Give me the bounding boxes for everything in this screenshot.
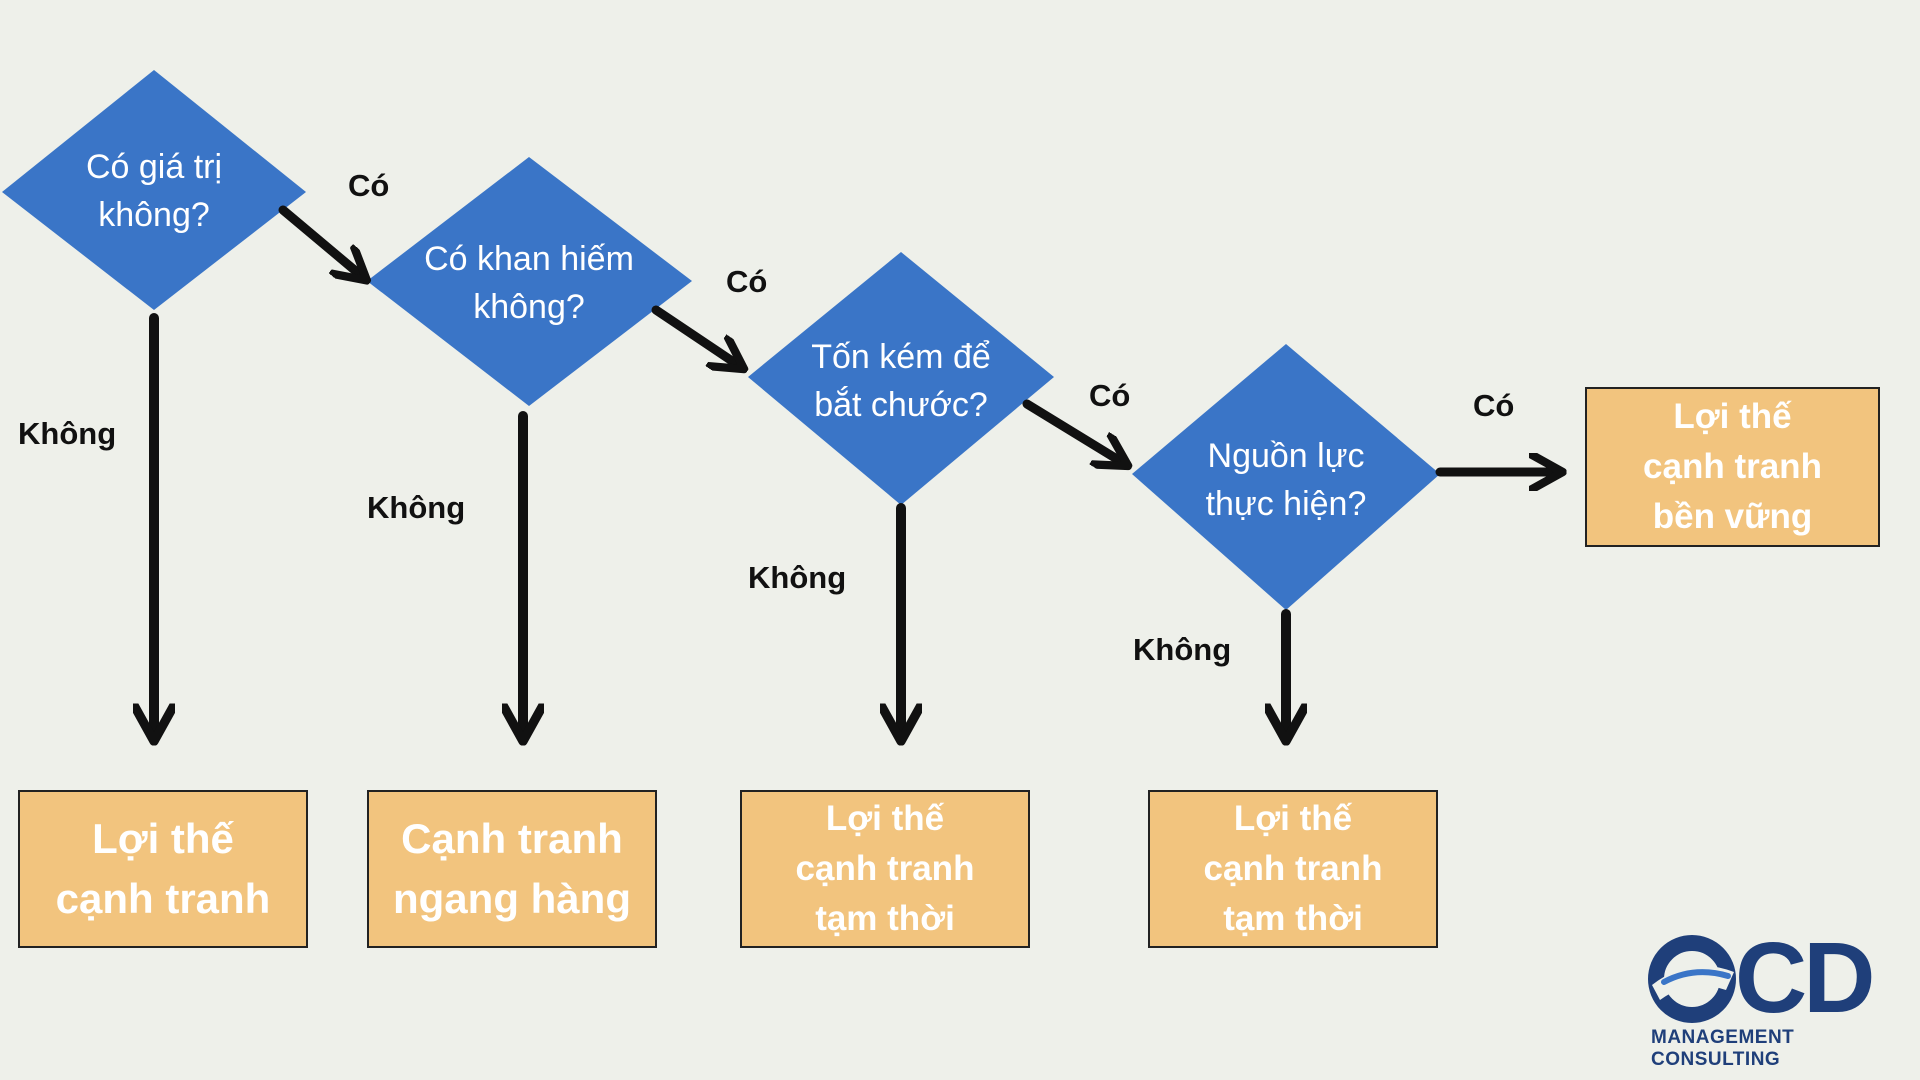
yes-label-2: Có: [726, 264, 768, 299]
yes-label-3: Có: [1089, 378, 1131, 413]
decision-diamond-3: [748, 252, 1054, 505]
logo-tagline: MANAGEMENT CONSULTING: [1651, 1027, 1795, 1070]
no-label-3: Không: [748, 560, 847, 595]
outcome-label-4: Lợi thế cạnh tranh tạm thời: [1203, 799, 1383, 938]
logo-swirl-icon: [1648, 935, 1736, 1023]
no-label-4: Không: [1133, 632, 1232, 667]
decision-diamond-1: [2, 70, 306, 310]
outcome-label-3: Lợi thế cạnh tranh tạm thời: [795, 799, 975, 938]
yes-arrow-2: [651, 305, 741, 367]
no-label-2: Không: [367, 490, 466, 525]
outcome-box-3: Lợi thế cạnh tranh tạm thời: [740, 790, 1030, 948]
outcome-box-1: Lợi thế cạnh tranh: [18, 790, 308, 948]
outcome-label-5: Lợi thế cạnh tranh bền vững: [1643, 397, 1822, 536]
decision-label-3: Tốn kém để bắt chước?: [811, 338, 991, 424]
decision-diamond-2: [367, 157, 692, 406]
outcome-box-5: Lợi thế cạnh tranh bền vững: [1585, 387, 1880, 547]
decision-label-4: Nguồn lực thực hiện?: [1205, 437, 1367, 523]
logo-mark: CD: [1735, 922, 1875, 1034]
outcome-label-2: Cạnh tranh ngang hàng: [393, 815, 631, 922]
outcome-box-2: Cạnh tranh ngang hàng: [367, 790, 657, 948]
yes-label-1: Có: [348, 168, 390, 203]
yes-arrow-3: [1022, 399, 1125, 464]
yes-label-4: Có: [1473, 388, 1515, 423]
decision-label-2: Có khan hiếm không?: [424, 240, 634, 326]
decision-label-1: Có giá trị không?: [85, 148, 223, 234]
yes-arrow-1: [278, 205, 364, 278]
outcome-box-4: Lợi thế cạnh tranh tạm thời: [1148, 790, 1438, 948]
outcome-label-1: Lợi thế cạnh tranh: [55, 815, 271, 922]
no-label-1: Không: [18, 416, 117, 451]
decision-diamond-4: [1132, 344, 1440, 610]
